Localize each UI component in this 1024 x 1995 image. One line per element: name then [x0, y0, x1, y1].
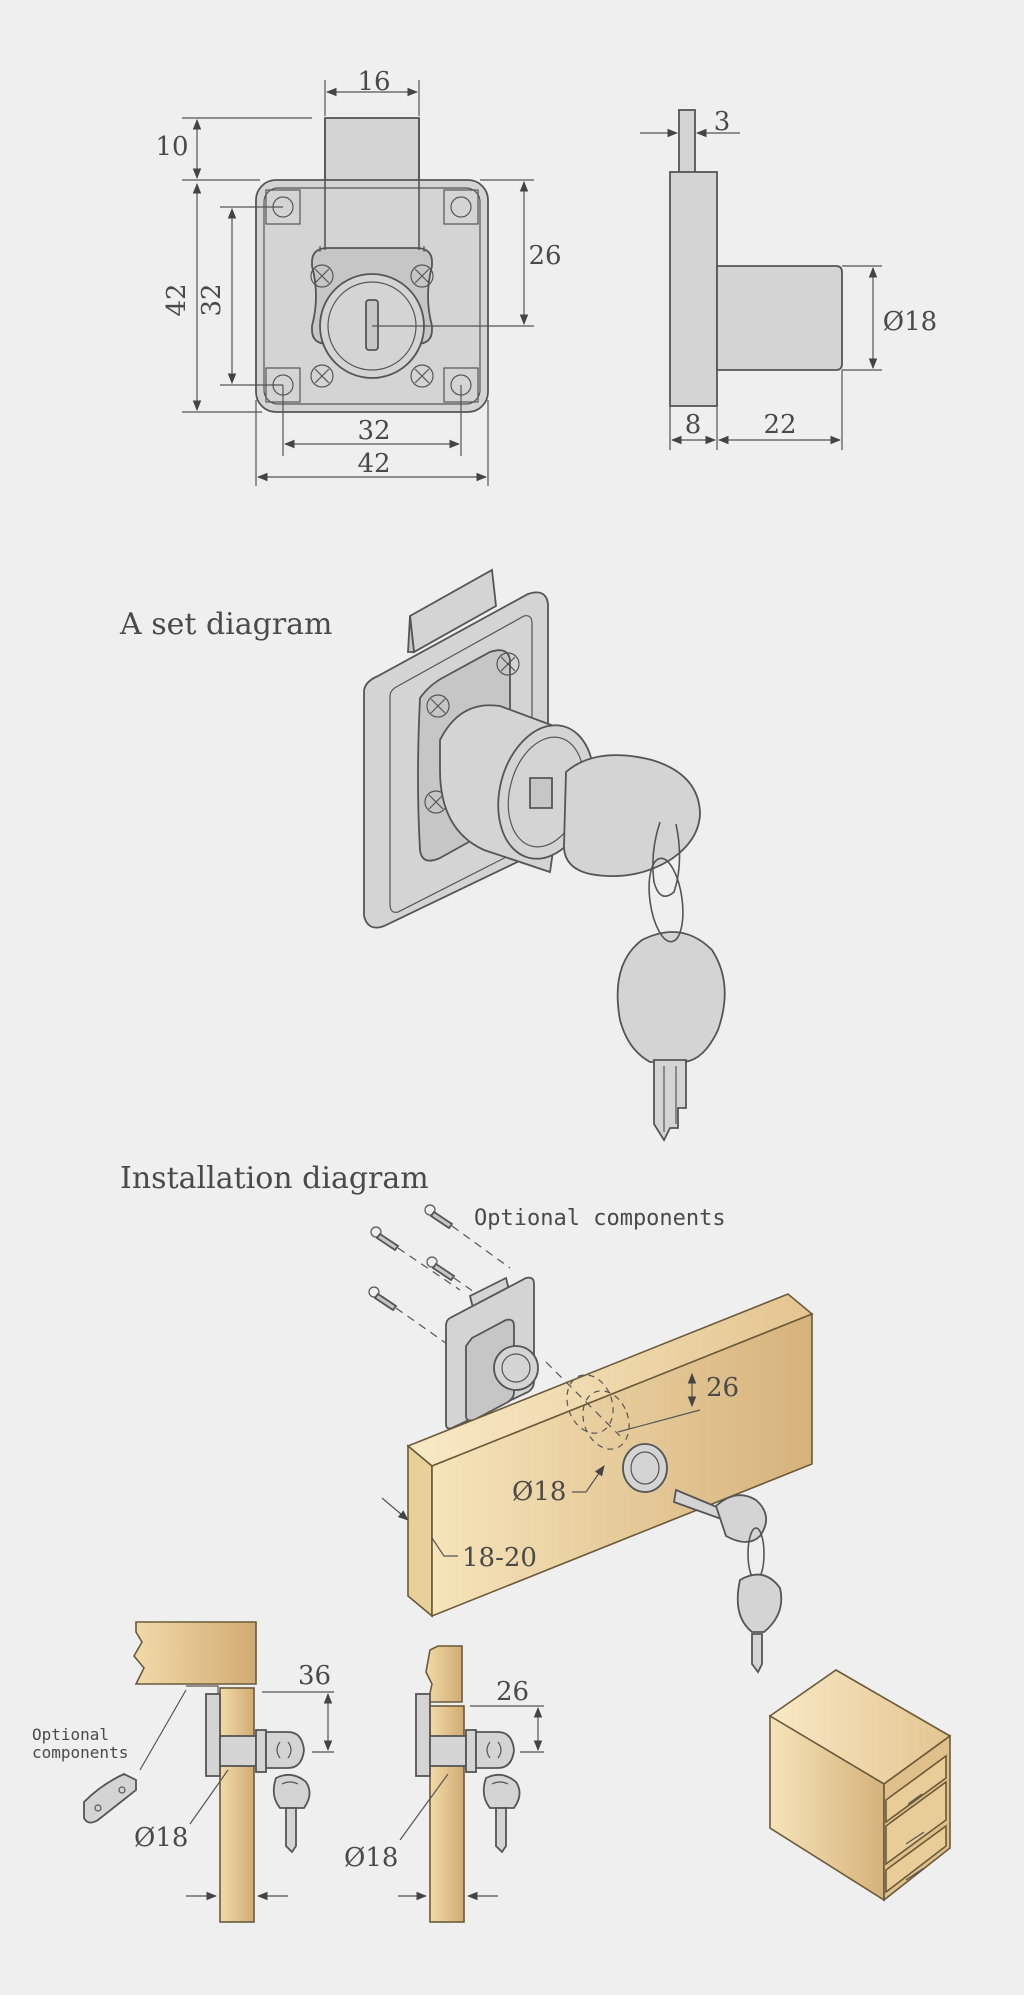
bolt	[324, 117, 420, 183]
screw-icon	[426, 694, 450, 718]
cylinder-ring	[622, 1443, 668, 1493]
dim-bolt-to-center: 26	[528, 241, 561, 271]
installation-illustration: Optional components 26 Ø18 18-20	[368, 1204, 814, 1674]
dim-bolt-height: 10	[155, 132, 188, 162]
bracket-icon	[83, 1773, 137, 1824]
screw-icon	[496, 652, 520, 676]
detail-left: 36 Optional components Ø18	[32, 1621, 334, 1923]
dim-hole-spacing-h: 32	[357, 416, 390, 446]
optional-label-line2: components	[32, 1743, 128, 1762]
screw-icon	[424, 1204, 454, 1230]
screw-icon	[410, 364, 434, 388]
dim-cylinder-diameter: Ø18	[883, 307, 937, 337]
screw-icon	[410, 264, 434, 288]
key-head-2	[616, 931, 726, 1063]
cabinet-illustration	[768, 1669, 952, 1902]
dim-bolt-thickness: 3	[714, 107, 731, 137]
screw-icon	[310, 364, 334, 388]
key-head	[563, 754, 701, 877]
dim-bolt-width: 16	[357, 67, 390, 97]
cylinder-side	[716, 265, 843, 371]
lock-plate	[205, 1693, 221, 1777]
side-view: 3 Ø18 8 22	[640, 107, 937, 450]
dim-offset: 26	[706, 1373, 739, 1403]
bolt-side	[678, 109, 696, 175]
dim-body-height: 42	[162, 283, 192, 316]
set-diagram-title: A set diagram	[119, 607, 333, 642]
key-head	[714, 1494, 767, 1543]
front-view: 16 10 42 32 26 32 42	[155, 67, 562, 486]
key-blade	[653, 1059, 687, 1142]
dim-hole: Ø18	[512, 1477, 566, 1507]
dim-plate-thickness: 8	[685, 410, 702, 440]
screw-icon	[426, 1256, 456, 1282]
dim-thickness: 18-20	[462, 1543, 537, 1573]
top-panel	[133, 1621, 257, 1685]
lock-plate	[415, 1693, 431, 1777]
dim-hole: Ø18	[134, 1823, 188, 1853]
screw-icon	[370, 1226, 400, 1252]
dim-body-width: 42	[357, 449, 390, 479]
installation-title: Installation diagram	[120, 1161, 429, 1196]
lock-set-illustration	[363, 568, 726, 1142]
optional-components-label: Optional components	[474, 1206, 726, 1231]
dim-top: 26	[496, 1677, 529, 1707]
dim-hole: Ø18	[344, 1843, 398, 1873]
wood-panel	[431, 1312, 813, 1618]
detail-mid: 26 Ø18	[344, 1645, 544, 1923]
dim-hole-spacing-v: 32	[197, 283, 227, 316]
side-panel	[219, 1687, 255, 1923]
dim-top: 36	[298, 1661, 331, 1691]
screw-icon	[368, 1286, 398, 1312]
plate-side	[669, 171, 718, 407]
mount-hole	[450, 196, 472, 218]
dim-cylinder-length: 22	[763, 410, 796, 440]
screw-icon	[310, 264, 334, 288]
optional-label-line1: Optional	[32, 1725, 109, 1744]
keyway	[365, 299, 379, 351]
top-panel	[425, 1645, 463, 1703]
